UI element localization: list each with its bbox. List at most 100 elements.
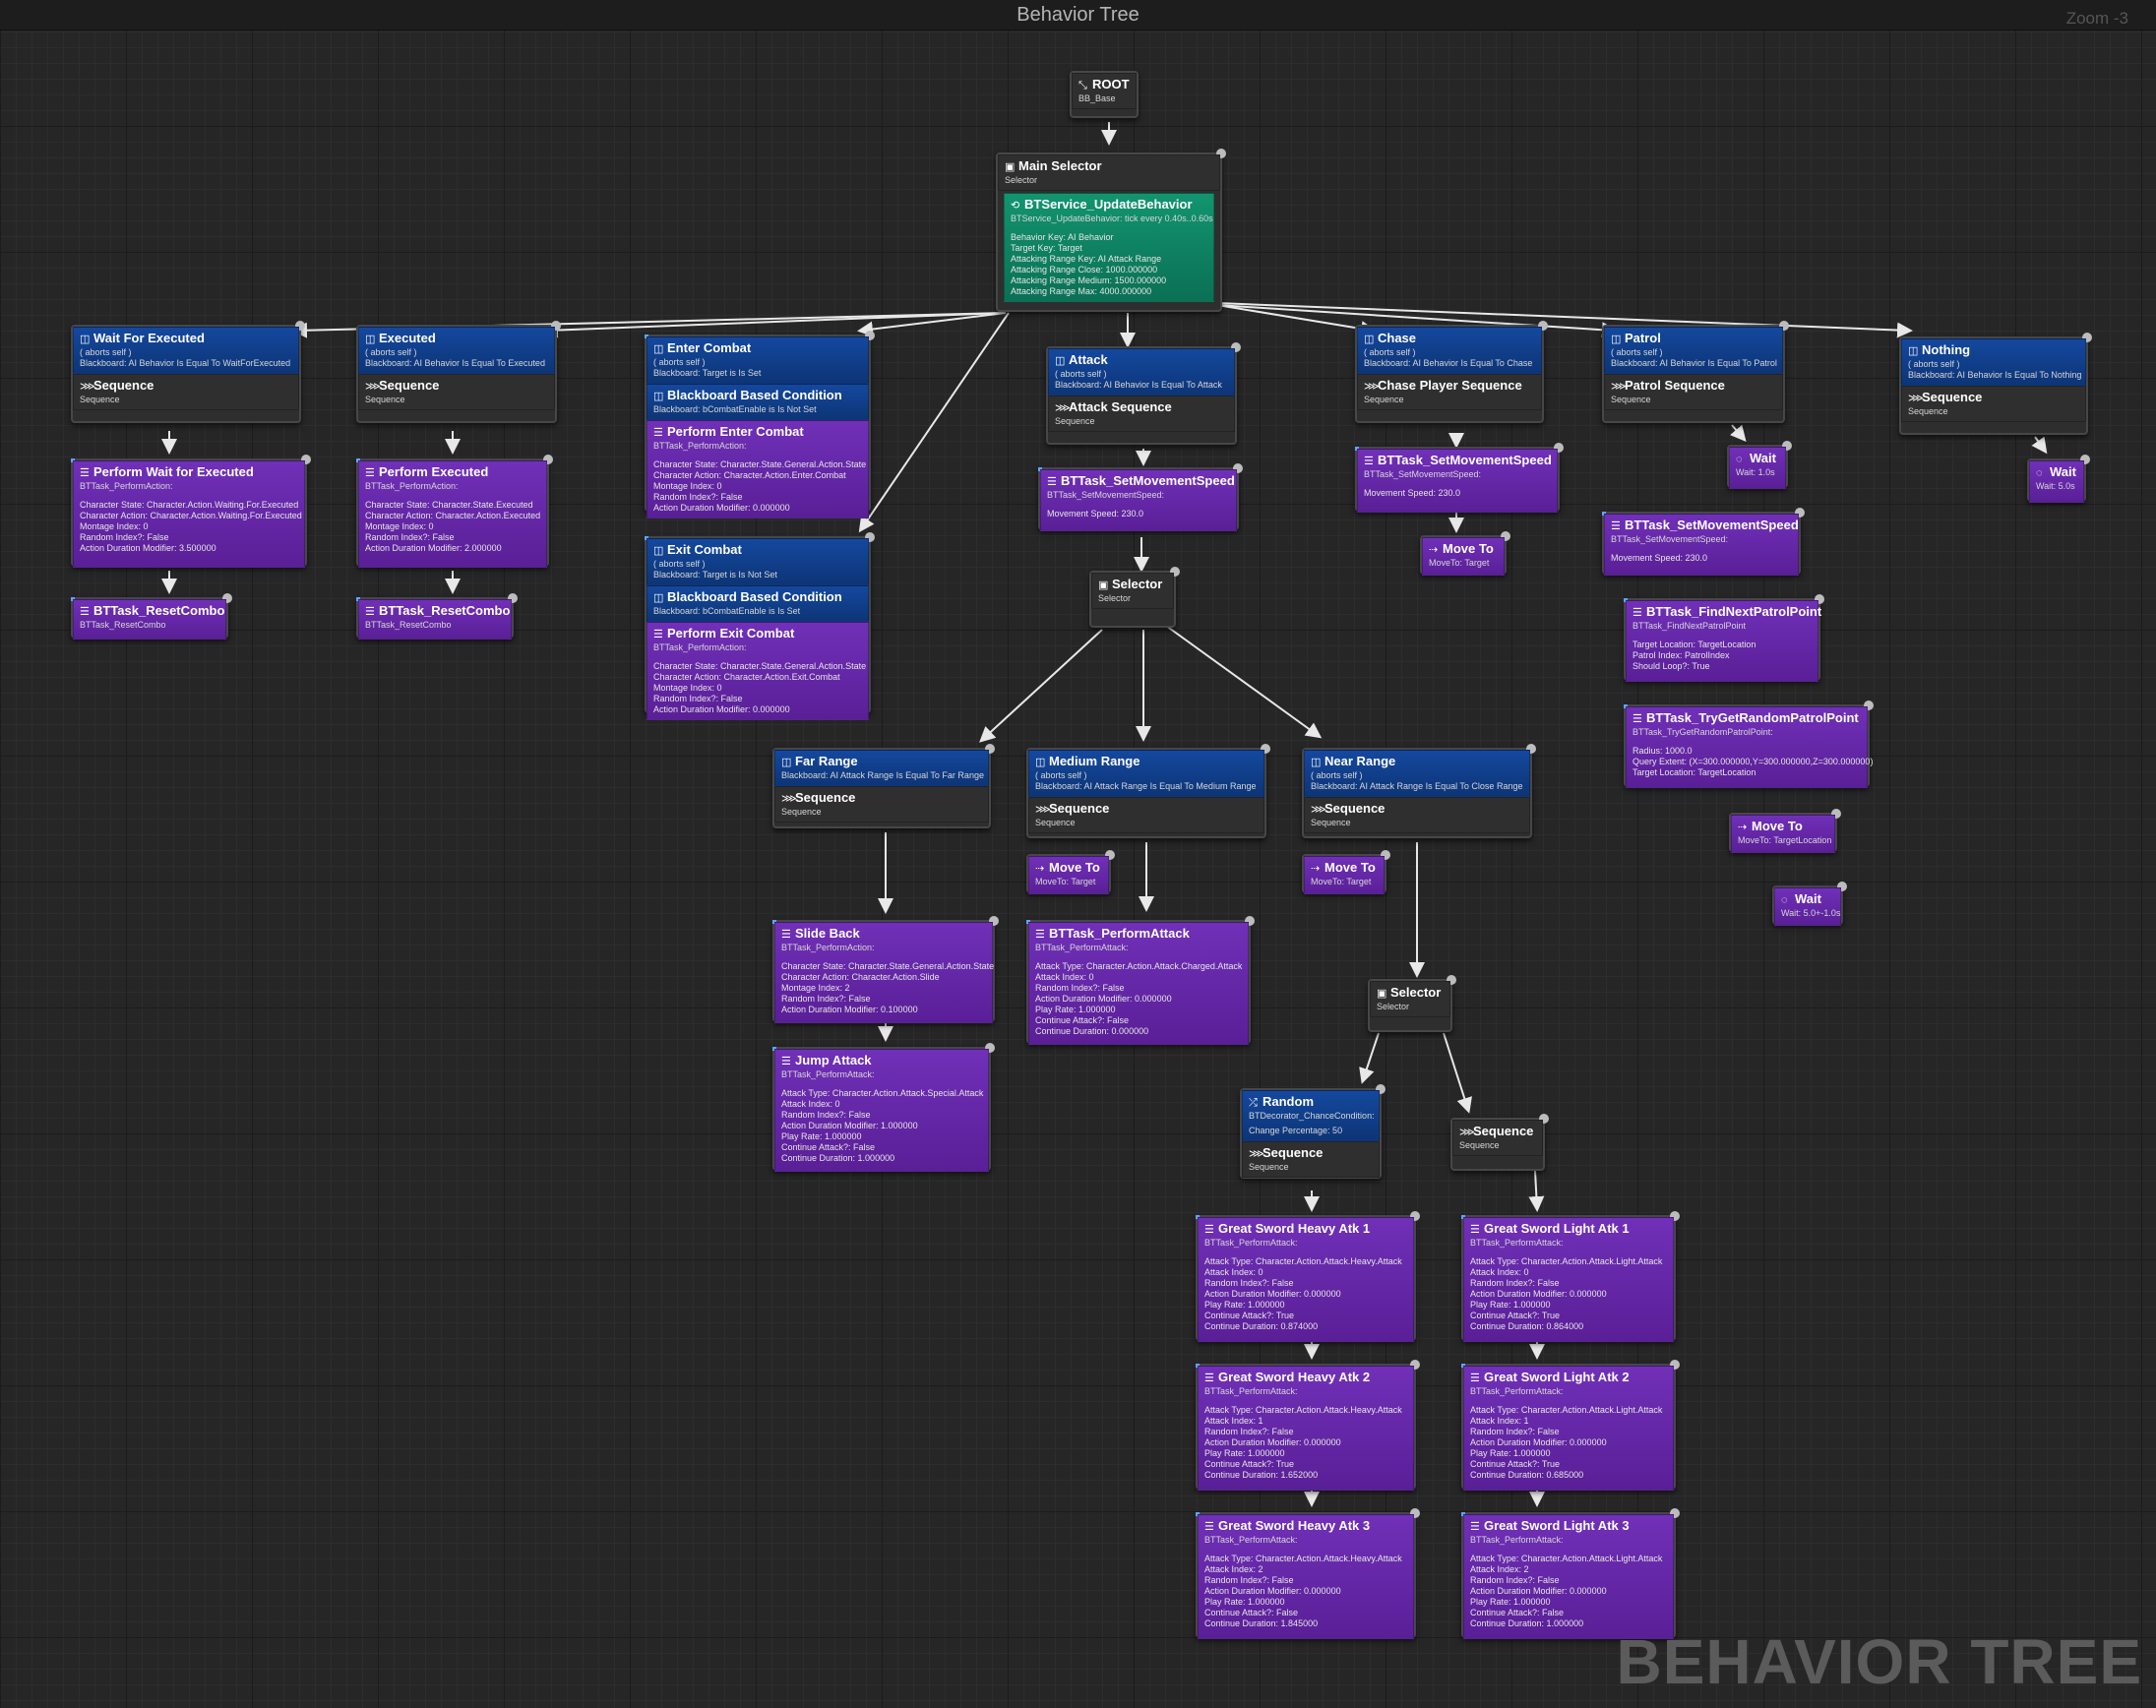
decorator-block[interactable]: ◫Patrol ( aborts self ) Blackboard: AI B…	[1604, 327, 1783, 374]
blackboard-condition-block[interactable]: ◫Blackboard Based Condition Blackboard: …	[647, 585, 869, 622]
attack-set-speed-task[interactable]: ☰BTTask_SetMovementSpeed BTTask_SetMovem…	[1038, 463, 1243, 531]
light-attack-3-task[interactable]: ☰Great Sword Light Atk 3 BTTask_PerformA…	[1461, 1508, 1680, 1639]
perform-executed-task[interactable]: ☰Perform Executed BTTask_PerformAction: …	[356, 455, 553, 568]
patrol-move-to-task[interactable]: ⇢Move To MoveTo: TargetLocation	[1729, 809, 1841, 853]
output-pin[interactable]	[1231, 342, 1241, 352]
decorator-block[interactable]: ◫Executed ( aborts self ) Blackboard: AI…	[358, 327, 555, 374]
patrol-node[interactable]: ◫Patrol ( aborts self ) Blackboard: AI B…	[1602, 321, 1789, 423]
blackboard-condition-block[interactable]: ◫Blackboard Based Condition Blackboard: …	[647, 384, 869, 420]
main-selector-node[interactable]: ▣Main Selector Selector ⟲BTService_Updat…	[996, 149, 1226, 312]
nothing-node[interactable]: ◫Nothing ( aborts self ) Blackboard: AI …	[1899, 333, 2092, 435]
output-pin[interactable]	[1410, 1360, 1420, 1370]
output-pin[interactable]	[1795, 508, 1805, 518]
executed-node[interactable]: ◫Executed ( aborts self ) Blackboard: AI…	[356, 321, 561, 423]
exit-combat-node[interactable]: ◫Exit Combat ( aborts self ) Blackboard:…	[645, 532, 875, 720]
root-node[interactable]: ⤡ROOT BB_Base	[1070, 71, 1139, 118]
output-pin[interactable]	[989, 916, 999, 926]
heavy-attack-1-task[interactable]: ☰Great Sword Heavy Atk 1 BTTask_PerformA…	[1196, 1211, 1420, 1342]
output-pin[interactable]	[1831, 809, 1841, 819]
output-pin[interactable]	[1170, 567, 1180, 577]
nothing-wait-task[interactable]: ◌Wait Wait: 5.0s	[2027, 455, 2090, 503]
output-pin[interactable]	[1261, 744, 1270, 754]
chase-move-to-task[interactable]: ⇢Move To MoveTo: Target	[1420, 531, 1510, 576]
output-pin[interactable]	[1539, 1114, 1549, 1124]
heavy-attack-3-task[interactable]: ☰Great Sword Heavy Atk 3 BTTask_PerformA…	[1196, 1508, 1420, 1639]
perform-attack-medium-task[interactable]: ☰BTTask_PerformAttack BTTask_PerformAtta…	[1026, 916, 1255, 1045]
light-attack-2-task[interactable]: ☰Great Sword Light Atk 2 BTTask_PerformA…	[1461, 1360, 1680, 1491]
output-pin[interactable]	[551, 321, 561, 331]
output-pin[interactable]	[1233, 463, 1243, 473]
perform-wait-task[interactable]: ☰Perform Wait for Executed BTTask_Perfor…	[71, 455, 311, 568]
output-pin[interactable]	[2080, 455, 2090, 464]
enter-combat-node[interactable]: ◫Enter Combat ( aborts self ) Blackboard…	[645, 331, 875, 518]
output-pin[interactable]	[1554, 443, 1564, 453]
output-pin[interactable]	[1815, 594, 1824, 604]
output-pin[interactable]	[1105, 850, 1115, 860]
decorator-block[interactable]: ◫Medium Range ( aborts self ) Blackboard…	[1028, 750, 1264, 797]
patrol-wait-task[interactable]: ◌Wait Wait: 1.0s	[1727, 441, 1792, 489]
reset-combo-task-2[interactable]: ☰BTTask_ResetCombo BTTask_ResetCombo	[356, 593, 518, 640]
decorator-block[interactable]: ◫Attack ( aborts self ) Blackboard: AI B…	[1048, 348, 1235, 396]
patrol-wait-2-task[interactable]: ◌Wait Wait: 5.0+-1.0s	[1772, 882, 1847, 926]
chase-set-speed-task[interactable]: ☰BTTask_SetMovementSpeed BTTask_SetMovem…	[1355, 443, 1564, 513]
near-range-node[interactable]: ◫Near Range ( aborts self ) Blackboard: …	[1302, 744, 1536, 838]
decorator-block[interactable]: ◫Chase ( aborts self ) Blackboard: AI Be…	[1357, 327, 1542, 374]
random-patrol-point-task[interactable]: ☰BTTask_TryGetRandomPatrolPoint BTTask_T…	[1624, 701, 1874, 788]
output-pin[interactable]	[2082, 333, 2092, 342]
node-title: Sequence	[1473, 1124, 1534, 1138]
reset-combo-task-1[interactable]: ☰BTTask_ResetCombo BTTask_ResetCombo	[71, 593, 232, 640]
output-pin[interactable]	[1376, 1084, 1386, 1094]
output-pin[interactable]	[1245, 916, 1255, 926]
output-pin[interactable]	[985, 1043, 995, 1053]
move-to-medium-task[interactable]: ⇢Move To MoveTo: Target	[1026, 850, 1115, 894]
chase-node[interactable]: ◫Chase ( aborts self ) Blackboard: AI Be…	[1355, 321, 1548, 423]
output-pin[interactable]	[295, 321, 305, 331]
decorator-block[interactable]: ◫Far Range Blackboard: AI Attack Range I…	[774, 750, 989, 786]
output-pin[interactable]	[508, 593, 518, 603]
decorator-block[interactable]: ◫Exit Combat ( aborts self ) Blackboard:…	[647, 538, 869, 585]
slide-back-task[interactable]: ☰Slide Back BTTask_PerformAction: Charac…	[772, 916, 999, 1023]
output-pin[interactable]	[865, 532, 875, 542]
output-pin[interactable]	[1670, 1360, 1680, 1370]
output-pin[interactable]	[1779, 321, 1789, 331]
light-attack-1-task[interactable]: ☰Great Sword Light Atk 1 BTTask_PerformA…	[1461, 1211, 1680, 1342]
near-sequence-node[interactable]: ⋙Sequence Sequence	[1450, 1114, 1549, 1171]
decorator-block[interactable]: ⤮Random BTDecorator_ChanceCondition: Cha…	[1242, 1090, 1380, 1141]
output-pin[interactable]	[1381, 850, 1390, 860]
far-range-node[interactable]: ◫Far Range Blackboard: AI Attack Range I…	[772, 744, 995, 828]
attack-node[interactable]: ◫Attack ( aborts self ) Blackboard: AI B…	[1046, 342, 1241, 445]
output-pin[interactable]	[1216, 149, 1226, 158]
output-pin[interactable]	[301, 455, 311, 464]
patrol-set-speed-task[interactable]: ☰BTTask_SetMovementSpeed BTTask_SetMovem…	[1602, 508, 1805, 576]
move-to-near-task[interactable]: ⇢Move To MoveTo: Target	[1302, 850, 1390, 894]
output-pin[interactable]	[1447, 975, 1456, 985]
decorator-block[interactable]: ◫Nothing ( aborts self ) Blackboard: AI …	[1901, 338, 2086, 386]
output-pin[interactable]	[1670, 1211, 1680, 1221]
output-pin[interactable]	[1410, 1508, 1420, 1518]
find-next-patrol-point-task[interactable]: ☰BTTask_FindNextPatrolPoint BTTask_FindN…	[1624, 594, 1824, 682]
decorator-block[interactable]: ◫Near Range ( aborts self ) Blackboard: …	[1304, 750, 1530, 797]
output-pin[interactable]	[1864, 701, 1874, 710]
output-pin[interactable]	[1538, 321, 1548, 331]
jump-attack-task[interactable]: ☰Jump Attack BTTask_PerformAttack: Attac…	[772, 1043, 995, 1172]
output-pin[interactable]	[985, 744, 995, 754]
decorator-block[interactable]: ◫Wait For Executed ( aborts self ) Black…	[73, 327, 299, 374]
random-node[interactable]: ⤮Random BTDecorator_ChanceCondition: Cha…	[1240, 1084, 1386, 1179]
heavy-attack-2-task[interactable]: ☰Great Sword Heavy Atk 2 BTTask_PerformA…	[1196, 1360, 1420, 1491]
node-subtitle: BTTask_SetMovementSpeed:	[1611, 534, 1729, 544]
output-pin[interactable]	[222, 593, 232, 603]
output-pin[interactable]	[1670, 1508, 1680, 1518]
near-selector-node[interactable]: ▣Selector Selector	[1368, 975, 1456, 1032]
output-pin[interactable]	[1837, 882, 1847, 891]
output-pin[interactable]	[543, 455, 553, 464]
output-pin[interactable]	[1410, 1211, 1420, 1221]
medium-range-node[interactable]: ◫Medium Range ( aborts self ) Blackboard…	[1026, 744, 1270, 838]
service-block[interactable]: ⟲BTService_UpdateBehavior BTService_Upda…	[1004, 193, 1214, 302]
output-pin[interactable]	[1782, 441, 1792, 451]
output-pin[interactable]	[865, 331, 875, 340]
attack-selector-node[interactable]: ▣Selector Selector	[1089, 567, 1180, 628]
decorator-block[interactable]: ◫Enter Combat ( aborts self ) Blackboard…	[647, 336, 869, 384]
output-pin[interactable]	[1526, 744, 1536, 754]
output-pin[interactable]	[1501, 531, 1510, 541]
wait-for-executed-node[interactable]: ◫Wait For Executed ( aborts self ) Black…	[71, 321, 305, 423]
